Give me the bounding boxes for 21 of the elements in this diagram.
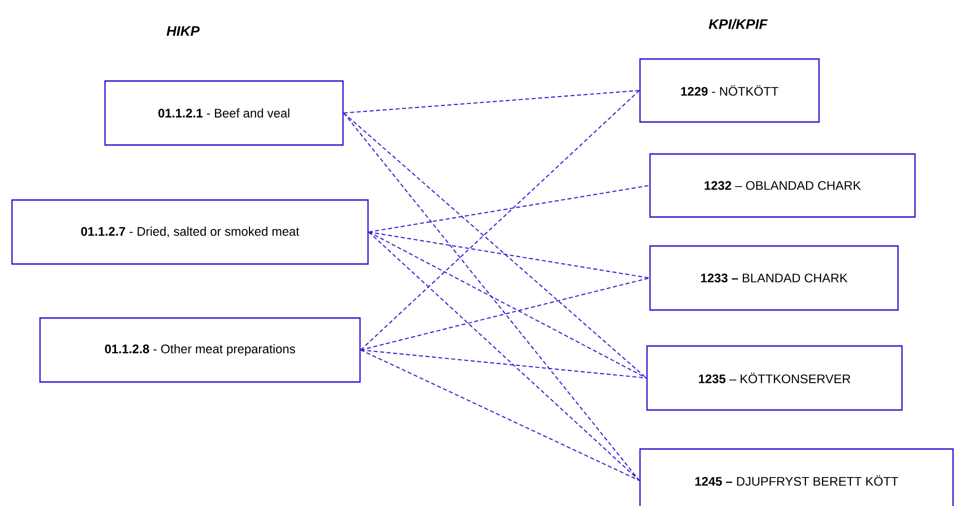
connector-line	[368, 231, 650, 279]
connector-line	[343, 112, 640, 481]
text-box: 1232 – OBLANDAD CHARK	[649, 153, 916, 218]
connector-line	[360, 350, 640, 481]
text-box: 01.1.2.1 - Beef and veal	[104, 80, 344, 146]
connector-line	[343, 112, 647, 378]
connector-line	[368, 232, 640, 481]
text-box: 1235 – KÖTTKONSERVER	[646, 345, 903, 411]
text-box: 01.1.2.7 - Dried, salted or smoked meat	[11, 199, 369, 265]
connector-line	[344, 90, 640, 114]
text-box: 01.1.2.8 - Other meat preparations	[39, 317, 361, 383]
connector-line	[360, 277, 650, 351]
connector-line	[368, 184, 650, 233]
connector-line	[360, 90, 640, 350]
text-box: 1229 - NÖTKÖTT	[639, 58, 820, 123]
connector-line	[368, 232, 647, 378]
connector-line	[360, 349, 646, 379]
column-heading: HIKP	[166, 26, 200, 36]
text-box: 1233 – BLANDAD CHARK	[649, 245, 899, 311]
text-box: 1245 – DJUPFRYST BERETT KÖTT	[639, 448, 954, 506]
column-heading: KPI/KPIF	[708, 18, 768, 30]
